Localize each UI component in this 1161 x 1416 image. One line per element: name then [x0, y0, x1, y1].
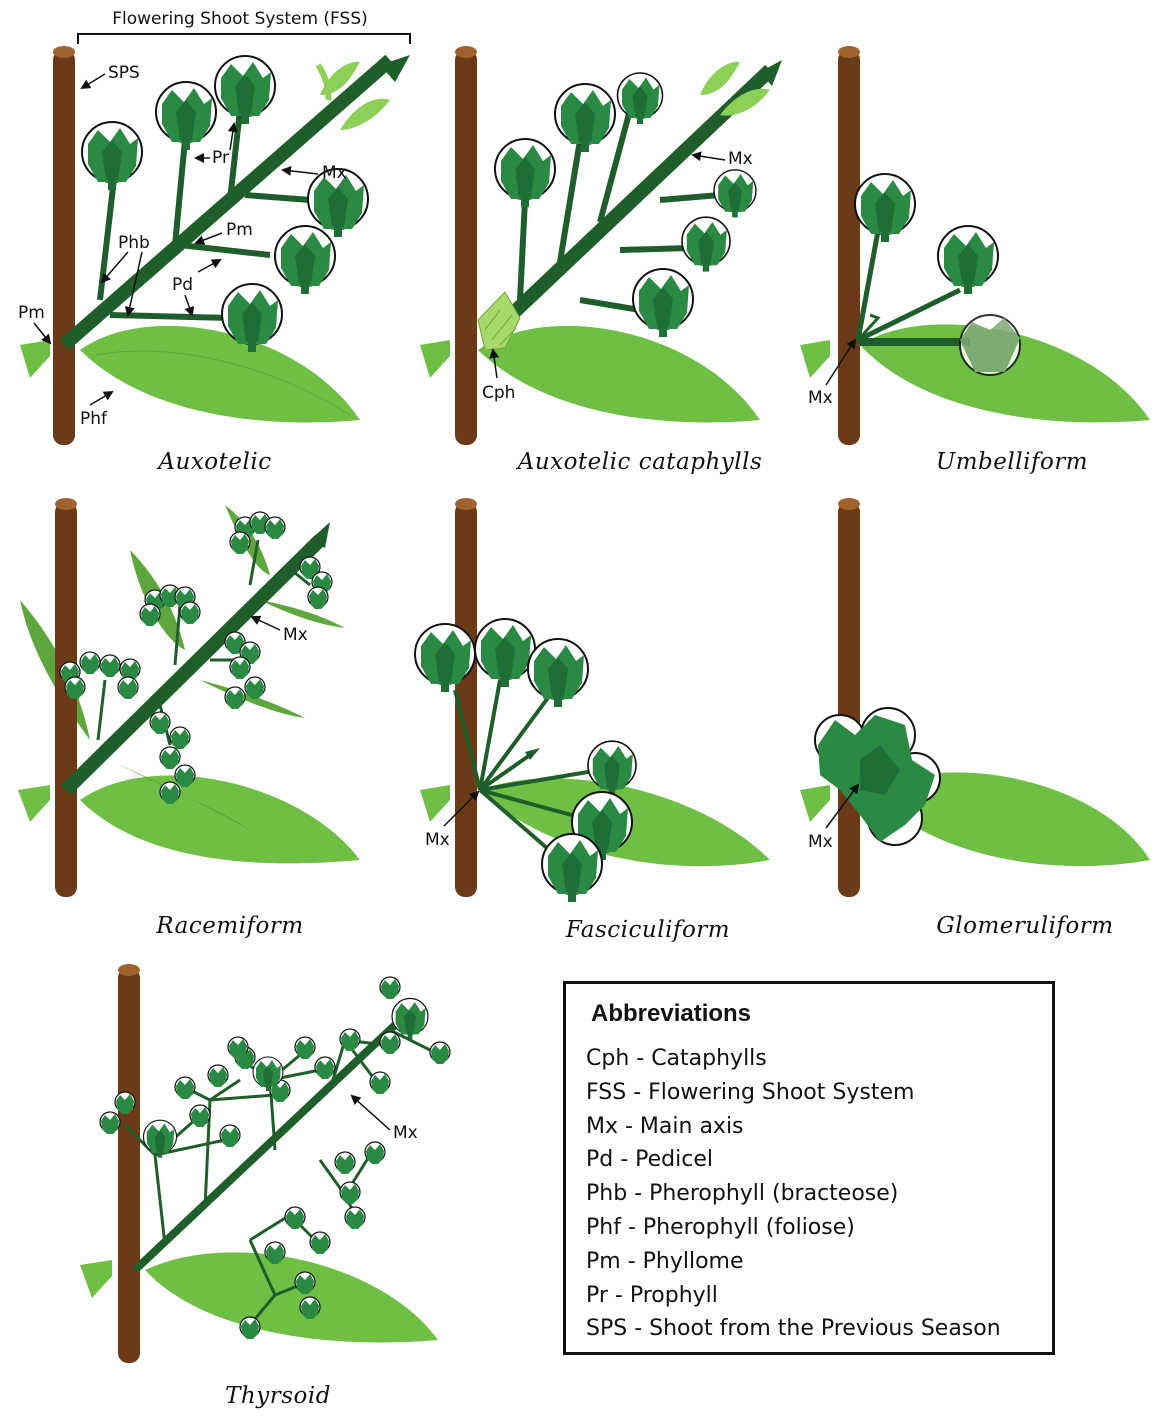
flower-bud	[475, 619, 535, 687]
flower-bud	[682, 217, 730, 271]
label-pm-left: Pm	[18, 303, 45, 323]
flower-bud	[618, 73, 663, 124]
flower-bud	[275, 226, 335, 294]
flower-bud	[528, 639, 588, 707]
abbreviation-item: SPS - Shoot from the Previous Season	[586, 1312, 1001, 1346]
label-sps: SPS	[108, 63, 140, 83]
phyllome-leaf	[20, 340, 50, 378]
foliose-pherophyll-leaf	[80, 326, 360, 423]
fss-bracket-label: Flowering Shoot System (FSS)	[112, 9, 368, 29]
label-phb: Phb	[118, 233, 150, 253]
caption-auxotelic: Auxotelic	[156, 449, 271, 475]
caption-racemiform: Racemiform	[155, 913, 303, 939]
panel-glomeruliform: Mx Glomeruliform	[800, 498, 1150, 939]
previous-season-shoot	[838, 50, 860, 445]
caption-auxotelic-cataphylls: Auxotelic cataphylls	[516, 449, 763, 475]
abbreviation-item: Phb - Pherophyll (bracteose)	[586, 1177, 1001, 1211]
label-mx: Mx	[283, 625, 308, 645]
abbreviation-item: Pd - Pedicel	[586, 1143, 1001, 1177]
flower-bud	[938, 226, 998, 294]
previous-season-shoot	[53, 50, 75, 445]
caption-fasciculiform: Fasciculiform	[565, 917, 730, 943]
panel-auxotelic-cataphylls: Mx Cph Auxotelic cataphylls	[420, 46, 782, 475]
panel-umbelliform: Mx Umbelliform	[800, 46, 1150, 475]
previous-season-shoot	[455, 50, 477, 445]
label-pd: Pd	[172, 275, 193, 295]
abbreviation-item: Pr - Prophyll	[586, 1279, 1001, 1313]
foliose-pherophyll-leaf	[478, 326, 760, 423]
abbreviation-item: FSS - Flowering Shoot System	[586, 1076, 1001, 1110]
panel-fasciculiform: Mx Fasciculiform	[415, 498, 770, 943]
label-mx: Mx	[425, 830, 450, 850]
glomerule-flower-cluster	[815, 708, 940, 845]
fss-bracket: Flowering Shoot System (FSS)	[78, 9, 410, 44]
abbreviation-item: Phf - Pherophyll (foliose)	[586, 1211, 1001, 1245]
abbreviations-title: Abbreviations	[591, 1000, 751, 1028]
flower-bud	[555, 84, 615, 152]
flower-bud	[855, 174, 915, 242]
label-mx: Mx	[322, 163, 347, 183]
previous-season-shoot	[55, 502, 77, 897]
label-pr: Pr	[212, 148, 229, 168]
abbreviation-item: Cph - Cataphylls	[586, 1042, 1001, 1076]
foliose-pherophyll-leaf	[80, 776, 360, 864]
panel-racemiform: Mx Racemiform	[18, 498, 360, 939]
flower-bud	[542, 834, 602, 902]
flower-bud	[215, 56, 275, 124]
previous-season-shoot	[838, 502, 860, 897]
caption-umbelliform: Umbelliform	[936, 449, 1088, 475]
label-mx: Mx	[393, 1123, 418, 1143]
label-mx: Mx	[728, 149, 753, 169]
panel-thyrsoid: Mx Thyrsoid	[80, 964, 450, 1409]
label-pm-top: Pm	[226, 220, 253, 240]
caption-thyrsoid: Thyrsoid	[225, 1383, 331, 1409]
label-phf: Phf	[80, 409, 108, 429]
abbreviation-item: Pm - Phyllome	[586, 1245, 1001, 1279]
foliose-pherophyll-leaf	[145, 1252, 438, 1342]
previous-season-shoot	[118, 968, 140, 1363]
panel-auxotelic: Flowering Shoot System (FSS) SPS Pr	[18, 9, 410, 475]
flower-bud	[714, 170, 756, 218]
caption-glomeruliform: Glomeruliform	[936, 913, 1113, 939]
flower-bud	[82, 122, 142, 190]
label-mx: Mx	[808, 388, 833, 408]
abbreviations-list: Cph - Cataphylls FSS - Flowering Shoot S…	[586, 1042, 1001, 1346]
abbreviation-item: Mx - Main axis	[586, 1110, 1001, 1144]
label-cph: Cph	[482, 383, 515, 403]
flower-bud	[495, 139, 555, 207]
flower-bud-faded	[960, 315, 1020, 375]
abbreviations-legend: Abbreviations Cph - Cataphylls FSS - Flo…	[563, 981, 1055, 1355]
flower-bud	[156, 82, 216, 150]
label-mx: Mx	[808, 832, 833, 852]
flower-bud	[633, 269, 693, 337]
